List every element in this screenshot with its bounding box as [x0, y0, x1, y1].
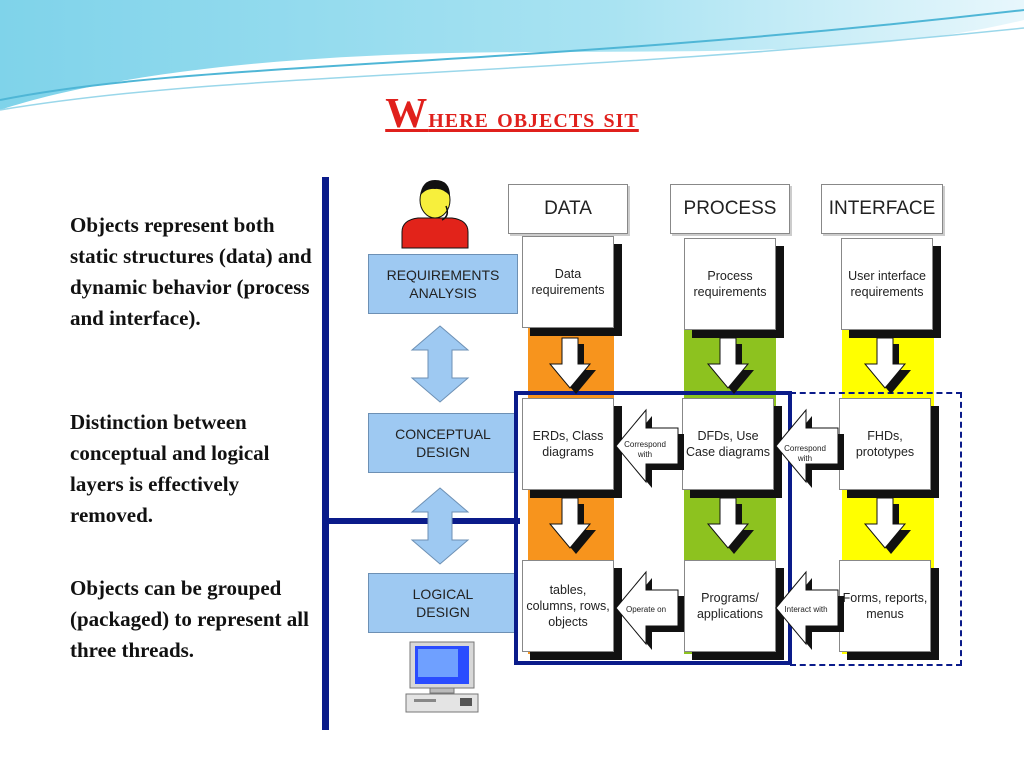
- card-tables-objects: tables, columns, rows, objects: [522, 560, 614, 652]
- paragraph-distinction: Distinction between conceptual and logic…: [70, 410, 270, 527]
- interface-package-frame: [790, 392, 962, 666]
- card-forms-reports-menus: Forms, reports, menus: [839, 560, 931, 652]
- card-data-requirements: Data requirements: [522, 236, 614, 328]
- down-arrow-icon: [548, 337, 596, 394]
- column-header-process: PROCESS: [670, 184, 790, 234]
- card-fhds-prototypes: FHDs, prototypes: [839, 398, 931, 490]
- down-arrow-icon: [706, 497, 754, 554]
- vertical-divider: [322, 177, 329, 730]
- arrow-label-interact-with: Interact with: [784, 605, 828, 614]
- horizontal-connector: [325, 518, 520, 524]
- header-wave-decoration: [0, 0, 1024, 111]
- paragraph-objects: Objects represent both static structures…: [70, 213, 312, 330]
- left-arrow-icon: [615, 408, 684, 488]
- card-ui-requirements: User interface requirements: [841, 238, 933, 330]
- card-programs-applications: Programs/ applications: [684, 560, 776, 652]
- conceptual-design-box: CONCEPTUAL DESIGN: [368, 413, 518, 473]
- paragraph-grouped: Objects can be grouped (packaged) to rep…: [70, 576, 309, 662]
- down-arrow-icon: [706, 337, 754, 394]
- arrow-label-correspond-with-2: Correspond with: [784, 444, 826, 463]
- down-arrow-icon: [863, 497, 911, 554]
- person-icon: [401, 180, 469, 249]
- double-arrow-icon: [410, 487, 470, 565]
- card-process-requirements: Process requirements: [684, 238, 776, 330]
- column-header-data: DATA: [508, 184, 628, 234]
- card-erds-class-diagrams: ERDs, Class diagrams: [522, 398, 614, 490]
- down-arrow-icon: [863, 337, 911, 394]
- arrow-label-operate-on: Operate on: [625, 605, 667, 614]
- left-arrow-icon: [615, 570, 684, 650]
- slide-title: Where objects sit: [385, 91, 639, 137]
- left-arrow-icon: [775, 570, 844, 650]
- down-arrow-icon: [548, 497, 596, 554]
- logical-design-box: LOGICAL DESIGN: [368, 573, 518, 633]
- object-package-frame: [514, 391, 792, 665]
- arrow-label-correspond-with: Correspond with: [624, 440, 666, 459]
- computer-icon: [405, 641, 479, 713]
- requirements-analysis-box: REQUIREMENTS ANALYSIS: [368, 254, 518, 314]
- column-header-interface: INTERFACE: [821, 184, 943, 234]
- double-arrow-icon: [410, 325, 470, 403]
- left-arrow-icon: [775, 408, 844, 488]
- card-dfds-use-case: DFDs, Use Case diagrams: [682, 398, 774, 490]
